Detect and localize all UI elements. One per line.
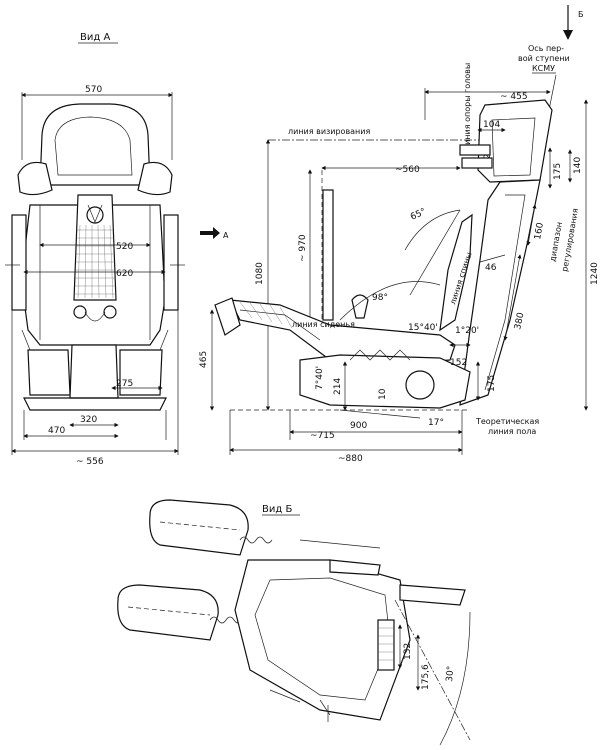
dim-175-bottom: 175 [487, 375, 497, 392]
floor-line-label-1: Теоретическая [475, 417, 539, 426]
dim-140: 140 [573, 157, 583, 174]
dim-560: ~560 [395, 165, 420, 175]
side-back-cushion [439, 213, 473, 332]
dim-320: 320 [80, 415, 97, 425]
dim-17deg: 17° [428, 418, 444, 428]
dim-970: ~ 970 [298, 234, 308, 262]
dim-715: ~715 [310, 431, 335, 441]
dim-275: 275 [116, 379, 133, 389]
front-head-rest [39, 103, 151, 186]
dim-132: 132 [403, 643, 413, 660]
dim-175-top: 175 [553, 163, 563, 180]
dim-7deg40: 7°40' [315, 366, 325, 390]
kcmy-label-1: Ось пер- [528, 44, 564, 53]
side-wheel [405, 370, 435, 400]
dim-12deg: 12° [483, 149, 493, 165]
front-view-a: Вид А 570 [5, 32, 185, 467]
top-view-b: Вид Б 132 175,6 [117, 499, 471, 746]
view-a-title: Вид А [80, 32, 110, 43]
dim-1240: 1240 [590, 262, 600, 285]
dim-65deg: 65° [409, 207, 428, 223]
dim-380: 380 [513, 311, 526, 330]
dim-465: 465 [199, 351, 209, 368]
kcmy-label-3: КСМУ [532, 64, 555, 73]
dim-880: ~880 [338, 454, 363, 464]
top-leg-tube-upper [149, 499, 249, 556]
sight-line-label: линия визирования [288, 127, 370, 136]
side-seat-back [459, 179, 541, 406]
dim-10: 10 [378, 388, 388, 400]
dim-556: ~ 556 [76, 457, 104, 467]
adjust-range-label-1: диапазон [548, 221, 564, 262]
dim-455: ~ 455 [500, 92, 528, 102]
arrow-b-label: Б [578, 10, 584, 19]
dim-1080: 1080 [255, 262, 265, 285]
dim-900: 900 [350, 421, 367, 431]
floor-line-label-2: линия пола [488, 427, 536, 436]
arrow-a-label: А [223, 231, 229, 240]
dim-1deg20: 1°20' [455, 326, 479, 336]
dim-470: 470 [48, 426, 65, 436]
front-seat-cushions [27, 349, 71, 396]
top-leg-tube-lower [117, 584, 219, 641]
adjust-range-label-2: регулирования [560, 207, 580, 272]
kcmy-label-2: вой ступени [518, 54, 570, 63]
arrow-a: А [200, 227, 229, 240]
dim-15deg40: 15°40' [408, 323, 438, 333]
dim-520: 520 [116, 242, 133, 252]
dim-160: 160 [533, 222, 546, 241]
dim-104: 104 [483, 120, 500, 130]
head-rest-line-label: линия опоры головы [463, 63, 472, 150]
view-b-title: Вид Б [262, 504, 292, 515]
dim-620: 620 [116, 269, 133, 279]
seat-line-label: линия сиденья [292, 320, 355, 329]
dim-214: 214 [333, 378, 343, 395]
side-view: Б Ось пер- вой ступени КСМУ линия визиро… [199, 5, 600, 464]
dim-152: 152 [450, 358, 467, 368]
dim-570: 570 [85, 85, 102, 95]
dim-46: 46 [485, 263, 497, 273]
coil-links [209, 536, 273, 624]
side-head-rest [477, 99, 553, 183]
dim-98deg: 98° [372, 293, 388, 303]
dim-30deg: 30° [445, 665, 456, 682]
dim-175-6: 175,6 [421, 664, 431, 690]
mesh-pattern [74, 224, 116, 299]
